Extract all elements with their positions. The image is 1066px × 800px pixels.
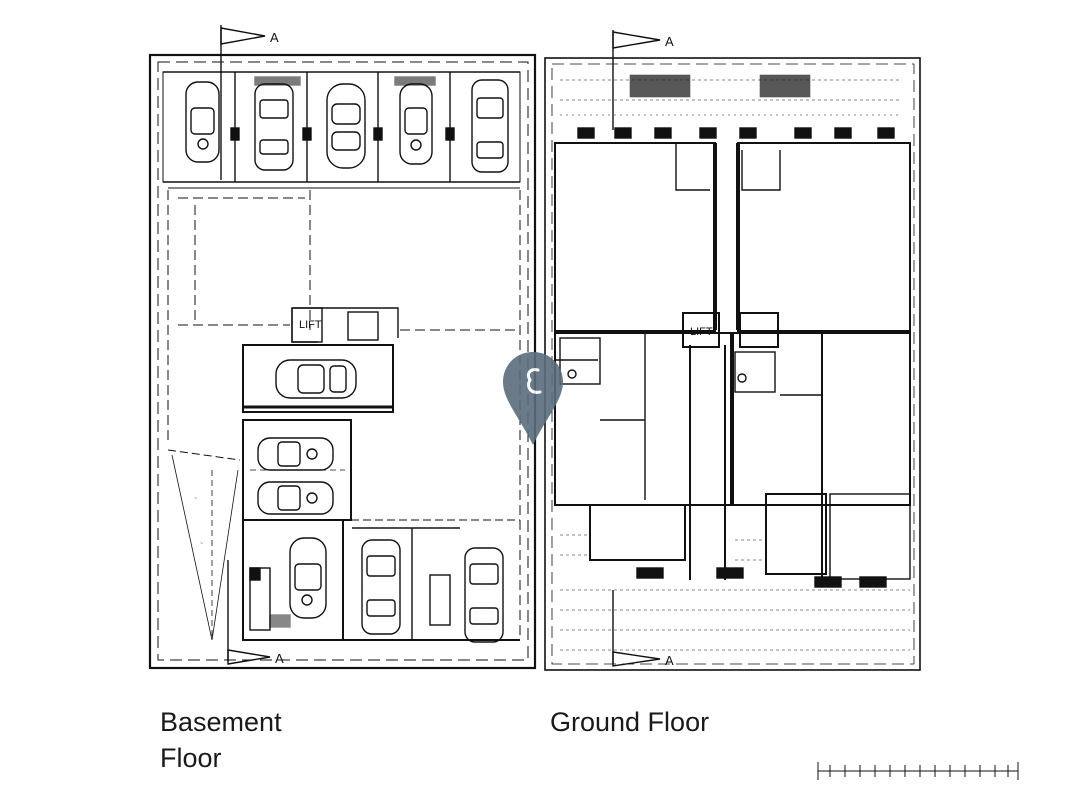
parked-car — [361, 539, 401, 635]
location-pin-icon — [503, 352, 563, 445]
parked-car — [471, 79, 509, 173]
svg-text:A: A — [275, 651, 284, 666]
svg-text:A: A — [665, 653, 674, 668]
basement-top-parking-bays — [162, 71, 521, 183]
parked-car — [464, 547, 504, 643]
parked-car — [254, 83, 294, 171]
parked-car — [257, 437, 334, 471]
parked-car — [289, 537, 327, 619]
ground-front-garden — [560, 74, 900, 116]
basement-lift: LIFT — [291, 307, 399, 343]
basement-floor-plan: LIFT — [148, 25, 537, 670]
parked-car — [275, 359, 357, 399]
parked-car — [185, 81, 220, 163]
section-marker: A — [612, 590, 674, 668]
lift-label: LIFT — [299, 319, 322, 331]
section-marker: A — [612, 30, 674, 130]
section-marker: A — [227, 560, 284, 666]
basement-caption-line: Basement — [160, 707, 282, 737]
parked-car — [326, 83, 366, 169]
svg-text:~: ~ — [194, 496, 197, 502]
basement-floor-caption: Basement Floor — [160, 704, 282, 776]
parked-car — [399, 83, 433, 165]
ground-floor-caption: Ground Floor — [550, 707, 710, 737]
svg-text:A: A — [270, 30, 279, 45]
scale-bar-icon — [817, 762, 1019, 780]
ground-floor-plan: LIFT — [544, 30, 921, 671]
ground-rear-paving — [560, 534, 910, 651]
svg-text:~: ~ — [200, 541, 203, 547]
basement-caption-line: Floor — [160, 743, 222, 773]
section-marker: A — [220, 25, 279, 180]
basement-ramp: ~ ~ — [167, 449, 241, 641]
svg-text:A: A — [665, 34, 674, 49]
parked-car — [257, 481, 334, 515]
